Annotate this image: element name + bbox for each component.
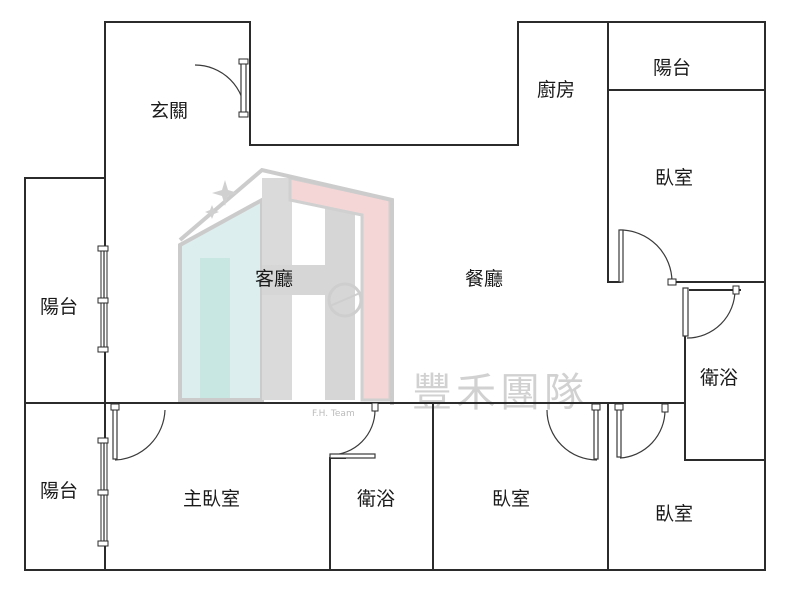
master-bedroom-door xyxy=(110,403,166,461)
bedroom-bottom-right-door xyxy=(614,403,669,459)
sliding-windows xyxy=(97,245,109,547)
sparkle-icon xyxy=(212,180,238,206)
logo-roof-outline xyxy=(178,167,394,405)
label-bedroom-bottom-middle: 臥室 xyxy=(492,488,530,510)
watermark-logo: 豐禾團隊 F.H. Team xyxy=(178,167,588,419)
label-living-room: 客廳 xyxy=(255,268,293,290)
label-entrance: 玄關 xyxy=(150,100,188,122)
wall-outline-top xyxy=(104,21,766,283)
sparkle-small-icon xyxy=(205,205,219,219)
bedroom-top-right-door xyxy=(618,229,677,286)
label-master-bedroom: 主臥室 xyxy=(183,488,240,510)
watermark-sub-text: F.H. Team xyxy=(312,409,355,419)
label-bathroom-right: 衛浴 xyxy=(700,367,738,389)
entrance-door xyxy=(194,58,249,118)
globe-icon-line xyxy=(329,292,361,307)
room-labels: 玄關 廚房 陽台 臥室 客廳 餐廳 陽台 陽台 衛浴 主臥室 衛浴 臥室 臥室 xyxy=(40,57,738,525)
label-balcony-left-upper: 陽台 xyxy=(40,296,78,318)
bedroom-bottom-middle-door xyxy=(546,403,601,461)
label-kitchen: 廚房 xyxy=(537,78,575,101)
bathroom-bottom-door xyxy=(329,402,379,459)
label-dining-room: 餐廳 xyxy=(465,268,503,290)
label-bedroom-top-right: 臥室 xyxy=(655,167,693,189)
label-balcony-left-lower: 陽台 xyxy=(40,480,78,502)
watermark-brand-text: 豐禾團隊 xyxy=(412,370,588,416)
exterior-walls xyxy=(24,21,766,571)
label-balcony-top-right: 陽台 xyxy=(653,57,691,79)
label-bathroom-bottom: 衛浴 xyxy=(357,488,395,510)
doors xyxy=(110,58,740,461)
bathroom-right-door xyxy=(682,285,740,339)
wall-outline-bottom xyxy=(104,459,766,571)
logo-left-bar xyxy=(200,258,230,398)
wall-outline-left-balcony xyxy=(24,177,106,571)
label-bedroom-bottom-right: 臥室 xyxy=(655,503,693,525)
globe-icon xyxy=(327,282,363,318)
